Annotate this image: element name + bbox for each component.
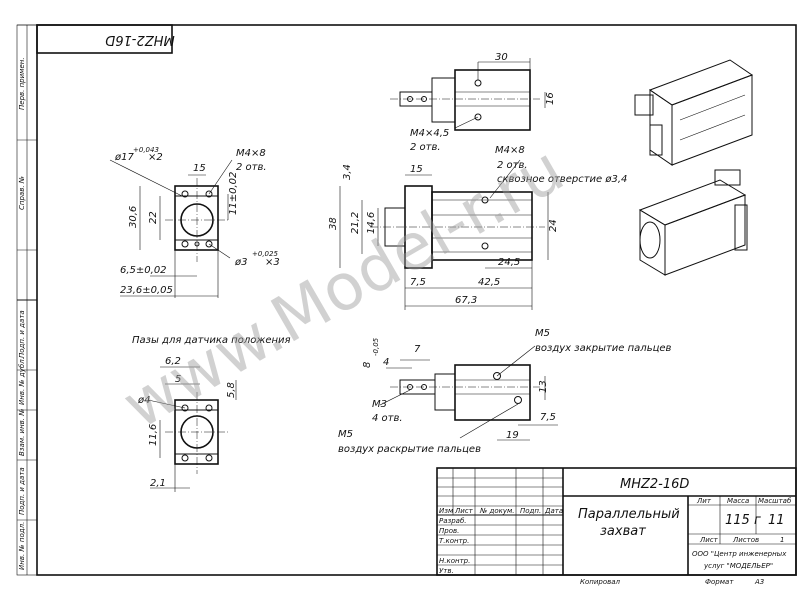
inner-frame: [36, 24, 797, 576]
side-dim-24: 24: [548, 219, 559, 232]
tb-col-date: Дата: [544, 507, 563, 515]
front-dim-6-5: 6,5±0,02: [120, 265, 167, 276]
tb-col-scale: Масштаб: [758, 497, 792, 505]
bottom-dim-m5-open: M5: [338, 429, 353, 440]
top-dim-30: 30: [495, 52, 508, 63]
slots-dim-6-2: 6,2: [165, 356, 181, 367]
front-dim-11: 11±0,02: [228, 172, 239, 215]
front-dim-d3-tol: +0,025: [252, 250, 278, 258]
tb-org-line2: услуг "МОДЕЛЬЕР": [703, 562, 773, 570]
side-dim-21-2: 21,2: [350, 212, 361, 234]
tb-sheets-val: 1: [780, 536, 784, 544]
side-label-first-use: Перв. примен.: [18, 57, 26, 110]
bottom-view: 7 4 8 -0,05 M3 4 отв. M5 воздух закрытие…: [338, 328, 672, 455]
front-dim-22: 22: [148, 211, 159, 224]
tb-col-lit: Лит: [696, 497, 712, 505]
front-dim-d17: ø17: [114, 152, 134, 163]
front-dim-30-6: 30,6: [128, 206, 139, 228]
bottom-dim-m3-cnt: 4 отв.: [372, 413, 403, 424]
tb-name-line2: захват: [600, 524, 646, 539]
slots-dim-d4: ø4: [137, 395, 150, 406]
tb-role-approved: Утв.: [439, 567, 454, 575]
tb-col-mass: Масса: [727, 497, 749, 505]
bottom-open-label: воздух раскрытие пальцев: [338, 444, 481, 455]
front-view: 15 30,6 22 11±0,02 ø17 +0,043 ×2 M4×8 2 …: [109, 146, 280, 298]
tb-scale: 11: [768, 513, 785, 528]
side-label-dup-no: Инв. № дубл.: [18, 357, 26, 405]
title-block: Изм Лист № докум. Подп. Дата Разраб. Про…: [436, 467, 797, 586]
front-dim-d3-mult: ×3: [265, 257, 280, 268]
side-dim-m4x8-cnt: 2 отв.: [497, 160, 528, 171]
side-dim-15: 15: [410, 164, 423, 175]
isometric-view-top: [634, 59, 754, 166]
tb-role-designed: Разраб.: [439, 517, 467, 525]
tb-col-sheet: Лист: [454, 507, 474, 515]
front-dim-m4x8: M4×8: [236, 148, 266, 159]
side-dim-3-4: 3,4: [342, 164, 353, 180]
tb-name-line1: Параллельный: [578, 507, 680, 522]
bottom-dim-m5-close: M5: [535, 328, 550, 339]
side-label-repl-no: Взам. инв. №: [18, 408, 26, 456]
side-dim-through-hole: сквозное отверстие ø3,4: [497, 174, 627, 185]
side-dim-14-6: 14,6: [366, 212, 377, 234]
side-dim-24-5: 24,5: [498, 257, 520, 268]
bottom-dim-7-5: 7,5: [540, 412, 556, 423]
front-dim-15: 15: [193, 163, 206, 174]
tb-role-norm-control: Н.контр.: [439, 557, 470, 565]
stamp-code: MHZ2-16D: [105, 32, 174, 47]
side-label-ref-no: Справ. №: [18, 176, 26, 210]
slots-dim-11-6: 11,6: [148, 424, 159, 446]
side-label-sign-date-2: Подп. и дата: [18, 467, 26, 515]
tb-mass: 115 г: [725, 513, 761, 528]
tb-col-doc-no: № докум.: [479, 507, 515, 515]
tb-role-checked: Пров.: [439, 527, 459, 535]
side-strip: Перв. примен. Справ. № Подп. и дата Инв.…: [17, 24, 37, 575]
outer-frame: [16, 24, 797, 576]
side-dim-42-5: 42,5: [478, 277, 500, 288]
code-stamp: MHZ2-16D: [36, 24, 175, 54]
tb-code: MHZ2-16D: [620, 477, 689, 492]
tb-col-rev: Изм: [439, 507, 454, 515]
slots-dim-5: 5: [175, 374, 181, 385]
side-dim-m4x8: M4×8: [495, 145, 525, 156]
top-view: 30 16 M4×4,5 2 отв.: [390, 52, 556, 153]
bottom-dim-7: 7: [414, 344, 421, 355]
bottom-dim-13: 13: [538, 380, 549, 393]
bottom-dim-8: 8: [362, 362, 373, 368]
tb-col-sign: Подп.: [520, 507, 541, 515]
slots-view: Пазы для датчика положения 6,2 5 5,8 ø4 …: [132, 335, 291, 492]
bottom-dim-8-tol: -0,05: [372, 337, 380, 356]
slots-dim-5-8: 5,8: [226, 382, 237, 398]
slots-title: Пазы для датчика положения: [132, 335, 291, 346]
bottom-dim-m3: M3: [372, 399, 387, 410]
tb-format-label: Формат: [705, 578, 734, 586]
tb-sheet: Лист: [699, 536, 719, 544]
side-label-orig-no: Инв. № подл.: [18, 522, 26, 570]
tb-org-line1: ООО "Центр инженерных: [692, 550, 787, 558]
tb-format-val: А3: [754, 578, 764, 586]
side-dim-67-3: 67,3: [455, 295, 477, 306]
tb-copied: Копировал: [580, 578, 621, 586]
side-dim-38: 38: [328, 217, 339, 230]
side-label-sign-date: Подп. и дата: [18, 310, 26, 358]
bottom-dim-4: 4: [383, 357, 389, 368]
bottom-dim-19: 19: [506, 430, 519, 441]
front-dim-23-6: 23,6±0,05: [120, 285, 173, 296]
front-dim-d17-mult: ×2: [148, 152, 163, 163]
side-view: 15 3,4 38 21,2 14,6 24 M4×8 2 отв. сквоз…: [328, 145, 627, 310]
top-dim-m4x4-5: M4×4,5: [410, 128, 449, 139]
front-dim-d17-tol: +0,043: [133, 146, 159, 154]
front-dim-m4x8-cnt: 2 отв.: [236, 162, 267, 173]
top-dim-16: 16: [545, 92, 556, 105]
isometric-view-bottom: [638, 169, 748, 276]
bottom-close-label: воздух закрытие пальцев: [535, 343, 672, 354]
top-dim-m4x4-5-cnt: 2 отв.: [410, 142, 441, 153]
side-dim-7-5: 7,5: [410, 277, 426, 288]
tb-role-tech-control: Т.контр.: [439, 537, 469, 545]
front-dim-d3: ø3: [234, 257, 247, 268]
slots-dim-2-1: 2,1: [150, 478, 166, 489]
tb-sheets: Листов: [732, 536, 759, 544]
